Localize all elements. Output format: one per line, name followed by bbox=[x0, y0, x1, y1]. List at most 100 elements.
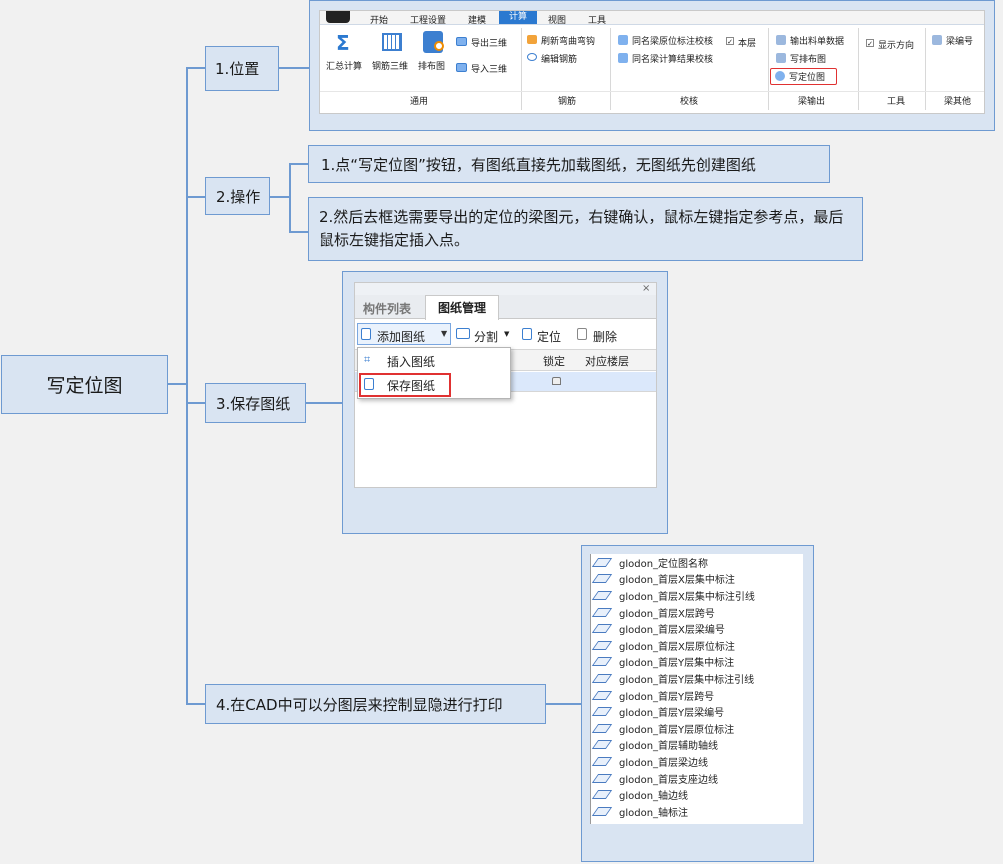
save-drawing-icon bbox=[364, 378, 374, 390]
connector-b1 bbox=[186, 67, 206, 69]
drawing-panel: × 构件列表 图纸管理 添加图纸 ▼ 分割 ▼ 定位 删除 锁定 对应楼层 ⌗ … bbox=[342, 271, 668, 534]
layer-icon bbox=[591, 673, 613, 683]
connector-note2 bbox=[289, 231, 309, 233]
layer-name: glodon_首层辅助轴线 bbox=[619, 741, 719, 753]
connector-b4-panel bbox=[545, 703, 581, 705]
layout-button[interactable]: 排布图 bbox=[418, 62, 446, 72]
layer-row[interactable]: glodon_首层X层梁编号 bbox=[591, 620, 803, 637]
tab-view[interactable]: 视图 bbox=[548, 16, 567, 26]
connector-b4 bbox=[186, 703, 206, 705]
close-icon[interactable]: × bbox=[642, 283, 651, 294]
bom-output-button[interactable]: 输出料单数据 bbox=[790, 37, 845, 47]
layer-row[interactable]: glodon_首层梁边线 bbox=[591, 753, 803, 770]
beam-number-button[interactable]: 梁编号 bbox=[946, 37, 974, 47]
menu-item-save-drawing[interactable]: 保存图纸 bbox=[387, 379, 436, 393]
add-drawing-dropdown[interactable] bbox=[357, 323, 451, 345]
check-original-button[interactable]: 同名梁原位标注校核 bbox=[632, 37, 714, 47]
connector-b3 bbox=[186, 402, 206, 404]
tab-drawing-management[interactable]: 图纸管理 bbox=[425, 295, 499, 320]
branch-save-drawing: 3.保存图纸 bbox=[205, 383, 306, 423]
connector-trunk bbox=[186, 67, 188, 704]
layer-icon bbox=[591, 640, 613, 650]
group-label-beam-other: 梁其他 bbox=[944, 97, 972, 107]
group-label-beam-output: 梁输出 bbox=[798, 97, 826, 107]
layer-row[interactable]: glodon_首层X层原位标注 bbox=[591, 637, 803, 654]
layer-row[interactable]: glodon_首层Y层跨号 bbox=[591, 687, 803, 704]
tab-tools[interactable]: 工具 bbox=[588, 16, 607, 26]
layer-row[interactable]: glodon_首层Y层原位标注 bbox=[591, 720, 803, 737]
layer-icon bbox=[591, 624, 613, 634]
layer-row[interactable]: glodon_轴标注 bbox=[591, 803, 803, 820]
layer-row[interactable]: glodon_首层Y层集中标注 bbox=[591, 654, 803, 671]
app-logo bbox=[326, 11, 350, 23]
edit-rebar-button[interactable]: 编辑钢筋 bbox=[541, 55, 578, 65]
layer-name: glodon_定位图名称 bbox=[619, 558, 709, 570]
menu-item-insert-drawing[interactable]: 插入图纸 bbox=[387, 355, 436, 369]
import3d-button[interactable]: 导入三维 bbox=[471, 65, 508, 75]
show-direction-label: 显示方向 bbox=[878, 41, 915, 51]
layer-icon bbox=[591, 773, 613, 783]
drawing-window: × 构件列表 图纸管理 添加图纸 ▼ 分割 ▼ 定位 删除 锁定 对应楼层 ⌗ … bbox=[354, 282, 657, 488]
check-result-button[interactable]: 同名梁计算结果校核 bbox=[632, 55, 714, 65]
connector-b2-vert bbox=[289, 163, 291, 233]
layer-row[interactable]: glodon_首层X层跨号 bbox=[591, 604, 803, 621]
floor-checkbox[interactable]: ✓ bbox=[726, 37, 734, 46]
column-header-floor: 对应楼层 bbox=[585, 355, 629, 368]
show-direction-checkbox[interactable]: ✓ bbox=[866, 39, 874, 48]
layer-row[interactable]: glodon_首层Y层梁编号 bbox=[591, 703, 803, 720]
locate-button[interactable]: 定位 bbox=[537, 330, 562, 344]
layer-name: glodon_首层X层原位标注 bbox=[619, 641, 735, 653]
tab-modeling[interactable]: 建模 bbox=[468, 16, 487, 26]
layer-row[interactable]: glodon_定位图名称 bbox=[591, 554, 803, 571]
ribbon-panel: 开始 工程设置 建模 计算 视图 工具 Σ 汇总计算 钢筋三维 排布图 导出三维… bbox=[309, 0, 995, 131]
insert-drawing-icon: ⌗ bbox=[364, 353, 371, 366]
layer-icon bbox=[591, 590, 613, 600]
group-label-check: 校核 bbox=[680, 97, 699, 107]
layer-name: glodon_首层X层集中标注 bbox=[619, 575, 735, 587]
rebar3d-button[interactable]: 钢筋三维 bbox=[372, 62, 409, 72]
tab-component-list[interactable]: 构件列表 bbox=[363, 302, 412, 316]
layer-name: glodon_首层X层梁编号 bbox=[619, 625, 725, 637]
group-label-general: 通用 bbox=[410, 97, 429, 107]
locate-icon bbox=[522, 328, 532, 340]
layer-name: glodon_首层Y层梁编号 bbox=[619, 708, 725, 720]
layer-icon bbox=[591, 607, 613, 617]
connector-b2-fork bbox=[269, 196, 291, 198]
layer-name: glodon_首层Y层集中标注 bbox=[619, 658, 735, 670]
layer-name: glodon_轴标注 bbox=[619, 807, 689, 819]
layer-icon bbox=[591, 740, 613, 750]
write-position-highlight bbox=[770, 68, 837, 85]
sum-button[interactable]: 汇总计算 bbox=[326, 62, 363, 72]
branch-position: 1.位置 bbox=[205, 46, 279, 91]
export3d-icon bbox=[456, 37, 467, 46]
edit-rebar-icon bbox=[527, 53, 537, 61]
connector-root bbox=[167, 383, 187, 385]
write-position-icon bbox=[775, 71, 785, 81]
delete-button[interactable]: 删除 bbox=[593, 330, 618, 344]
operation-note-1: 1.点“写定位图”按钮，有图纸直接先加载图纸，无图纸先创建图纸 bbox=[308, 145, 830, 183]
layer-icon bbox=[591, 557, 613, 567]
layer-row[interactable]: glodon_轴边线 bbox=[591, 786, 803, 803]
layer-row[interactable]: glodon_首层辅助轴线 bbox=[591, 737, 803, 754]
layer-row[interactable]: glodon_首层X层集中标注 bbox=[591, 571, 803, 588]
split-button[interactable]: 分割 bbox=[474, 330, 499, 344]
connector-b3-panel bbox=[305, 402, 343, 404]
layer-row[interactable]: glodon_首层X层集中标注引线 bbox=[591, 587, 803, 604]
export3d-button[interactable]: 导出三维 bbox=[471, 39, 508, 49]
write-layout-button[interactable]: 写排布图 bbox=[790, 55, 827, 65]
tab-start[interactable]: 开始 bbox=[370, 16, 389, 26]
root-node: 写定位图 bbox=[1, 355, 168, 414]
layer-name: glodon_轴边线 bbox=[619, 791, 689, 803]
chevron-down-icon: ▼ bbox=[441, 329, 448, 338]
refresh-bend-button[interactable]: 刷新弯曲弯钩 bbox=[541, 37, 596, 47]
layer-row[interactable]: glodon_首层支座边线 bbox=[591, 770, 803, 787]
write-position-button[interactable]: 写定位图 bbox=[789, 73, 826, 83]
tab-project-settings[interactable]: 工程设置 bbox=[410, 16, 447, 26]
split-icon bbox=[456, 328, 470, 339]
tab-calculate[interactable]: 计算 bbox=[499, 11, 537, 24]
layer-icon bbox=[591, 756, 613, 766]
branch-operation: 2.操作 bbox=[205, 177, 270, 215]
layer-row[interactable]: glodon_首层Y层集中标注引线 bbox=[591, 670, 803, 687]
layer-name: glodon_首层梁边线 bbox=[619, 757, 709, 769]
